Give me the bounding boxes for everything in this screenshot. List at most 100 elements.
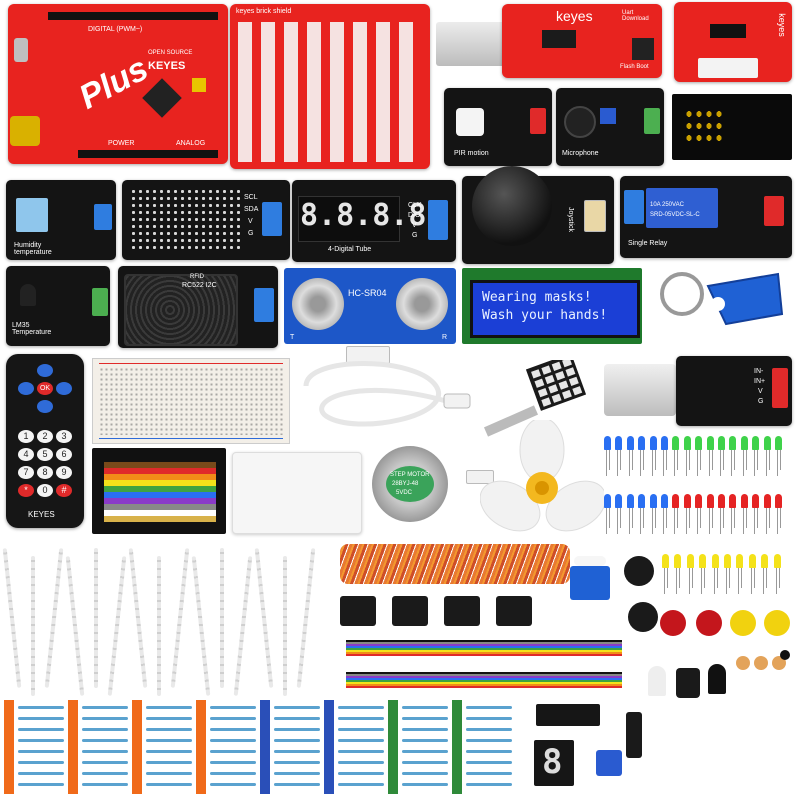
led-leg (780, 450, 781, 470)
relay-terminal (624, 190, 644, 224)
motor-pin-g: G (758, 398, 764, 405)
led-icon (638, 436, 646, 450)
brick-shield: keyes brick shield (230, 4, 430, 169)
sensor-cable (2, 548, 22, 688)
rgb-led (648, 666, 666, 696)
keypad-icon (476, 353, 587, 440)
mic-connector (644, 108, 660, 134)
led-leg (734, 450, 736, 470)
remote-key-hash: # (56, 484, 72, 497)
buzzer-icon (624, 556, 654, 586)
ntc-thermistor (780, 650, 790, 660)
led-icon (718, 436, 725, 450)
button-cap-red-2 (696, 610, 722, 636)
relay-rating: 10A 250VAC (650, 202, 684, 208)
humidity-temperature-module: Humidity temperature (6, 180, 116, 260)
resistor-body (274, 706, 320, 709)
tube-label: 4-Digital Tube (328, 246, 372, 253)
lcd-line-2: Wash your hands! (482, 308, 608, 323)
led-leg (631, 450, 633, 470)
resistor-body (402, 728, 448, 731)
led-leg (720, 450, 721, 476)
resistor-body (274, 783, 320, 786)
led-leg (640, 508, 642, 534)
led-icon (763, 436, 771, 450)
led-icon (615, 436, 623, 450)
led-leg (674, 508, 676, 534)
remote-key-5: 5 (37, 448, 53, 461)
breadboard-rail-red (99, 363, 283, 364)
photoresistor-2 (754, 656, 768, 670)
adapter-brand: keyes (776, 13, 787, 37)
resistor-body (210, 706, 256, 709)
motor-driver-module: IN- IN+ V G (676, 356, 792, 426)
resistor-body (338, 717, 384, 720)
resistor-body (402, 772, 448, 775)
led-leg (620, 450, 622, 470)
resistor-tape (196, 700, 206, 794)
pushbutton-2 (392, 596, 428, 626)
led-icon (752, 494, 760, 508)
pushbutton-icon (340, 592, 540, 632)
led-group-blue-green-top (604, 436, 794, 496)
led-icon (695, 436, 703, 450)
remote-dpad: OK (18, 364, 72, 418)
led-leg (742, 450, 744, 476)
rfid-keyfob-icon (650, 264, 790, 334)
led-leg (617, 508, 619, 534)
led-leg (688, 568, 690, 594)
led-leg (701, 568, 703, 594)
led-leg (745, 508, 747, 528)
resistor-body (210, 739, 256, 742)
dc-motor (604, 364, 676, 416)
usb-cable-icon (296, 356, 476, 446)
led-leg (777, 508, 778, 534)
ultrasonic-pin-t: T (290, 334, 295, 341)
relay-module: SRD-05VDC-SL-C 10A 250VAC Single Relay (620, 176, 792, 258)
led-leg (757, 450, 759, 470)
led-icon (748, 554, 756, 568)
led-leg (606, 450, 607, 476)
resistor-body (466, 750, 512, 753)
remote-left-key (18, 382, 34, 395)
oled-connector (262, 202, 282, 236)
sensor-cable (65, 556, 85, 696)
led-leg (609, 508, 610, 528)
oled-pin-g: G (248, 230, 254, 237)
led-icon (711, 554, 719, 568)
seven-segment-icon: 8 (534, 740, 574, 786)
led-leg (631, 508, 633, 528)
led-leg (723, 508, 724, 528)
resistor-body (274, 717, 320, 720)
lcd-module: Wearing masks! Wash your hands! (462, 268, 642, 344)
resistor-body (146, 761, 192, 764)
sensor-cable (107, 556, 127, 696)
ultrasonic-transmitter (292, 278, 344, 330)
resistor-body (210, 772, 256, 775)
resistor-body (82, 706, 128, 709)
resistor-icon (4, 700, 524, 796)
led-leg (691, 568, 693, 588)
led-icon (638, 494, 646, 508)
remote-down-key (37, 400, 53, 413)
led-icon (706, 494, 714, 508)
led-leg (726, 568, 727, 594)
led-icon (686, 554, 694, 568)
rfid-connector (254, 288, 274, 322)
breadboard-rail-blue (99, 438, 283, 439)
led-leg (606, 508, 607, 534)
relay-connector (764, 196, 784, 226)
resistor-body (466, 739, 512, 742)
resistor-body (146, 706, 192, 709)
usb-module-brand: keyes (556, 8, 593, 24)
led-icon (775, 494, 782, 508)
pir-sensor (456, 108, 484, 136)
resistor-body (18, 739, 64, 742)
remote-key-9: 9 (56, 466, 72, 479)
led-icon (649, 436, 657, 450)
remote-brand: KEYES (28, 510, 55, 519)
resistor-body (18, 728, 64, 731)
pir-label: PIR motion (454, 150, 489, 157)
pir-connector (530, 108, 546, 134)
shield-title: keyes brick shield (236, 8, 292, 15)
